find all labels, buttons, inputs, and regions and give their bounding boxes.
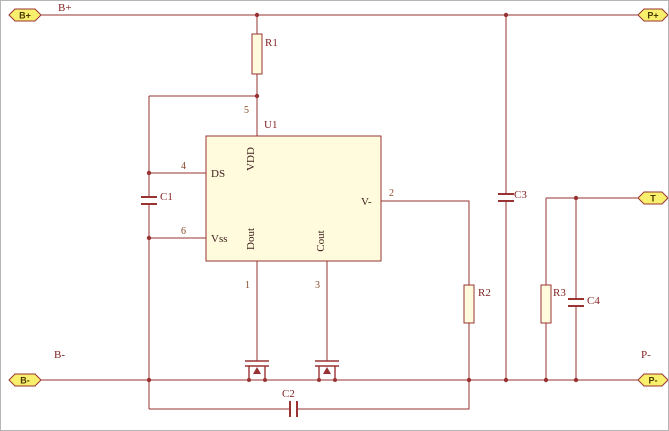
capacitor-c3-ref: C3 [514, 189, 527, 201]
terminal-b-plus: B+ [8, 8, 42, 22]
junction-dot [254, 93, 260, 99]
capacitor-c4: C4 [568, 295, 600, 307]
net-label-p-minus: P- [641, 349, 651, 361]
capacitor-c2-ref: C2 [282, 388, 295, 400]
pin-num-3: 3 [315, 280, 320, 291]
pin-num-5: 5 [244, 105, 249, 116]
junction-dot [503, 377, 509, 383]
pin-num-6: 6 [181, 226, 186, 237]
mosfet-1-arrow [253, 367, 261, 374]
terminal-t-label: T [650, 194, 656, 204]
resistor-r1-ref: R1 [265, 37, 278, 49]
ic-u1-ref: U1 [264, 119, 277, 131]
capacitor-c1-ref: C1 [160, 191, 173, 203]
junction-dot [543, 377, 549, 383]
terminal-b-minus: B- [8, 373, 42, 387]
resistor-r2-ref: R2 [478, 287, 491, 299]
junction-dot [146, 235, 152, 241]
capacitor-c1: C1 [141, 191, 173, 205]
wire-vminus-to-r2 [381, 200, 470, 285]
junction-dot [503, 12, 509, 18]
capacitor-c3: C3 [498, 189, 527, 202]
resistor-r2-body [463, 284, 475, 324]
mosfet-1 [245, 360, 269, 380]
wire-c2-right [297, 380, 470, 410]
resistor-r2: R2 [463, 284, 491, 324]
junction-dot [466, 377, 472, 383]
capacitor-c2: C2 [282, 388, 298, 417]
terminal-t-flag [637, 191, 668, 205]
terminal-p-minus-flag [637, 373, 668, 387]
pin-name-ds: DS [211, 168, 225, 180]
junction-dot [573, 377, 579, 383]
resistor-r3-ref: R3 [553, 287, 566, 299]
junction-dot [254, 12, 260, 18]
terminal-p-plus-flag [637, 8, 668, 22]
pin-name-cout: Cout [315, 230, 327, 251]
pin-num-1: 1 [245, 280, 250, 291]
mosfet-2-arrow [323, 367, 331, 374]
pin-num-4: 4 [181, 161, 186, 172]
ic-u1: U1 VDD DS Vss Dout Cout V- 5 4 6 1 3 2 [181, 105, 394, 291]
resistor-r1: R1 [251, 33, 278, 75]
pin-name-vminus: V- [361, 196, 372, 208]
resistor-r3: R3 [540, 284, 566, 324]
pin-name-dout: Dout [245, 228, 257, 250]
terminal-b-plus-label: B+ [19, 11, 31, 21]
net-label-b-minus: B- [54, 349, 65, 361]
junction-dot [146, 170, 152, 176]
terminal-t: T [637, 191, 668, 205]
terminal-b-minus-flag [8, 373, 42, 387]
resistor-r3-body [540, 284, 552, 324]
terminal-b-plus-flag [8, 8, 42, 22]
terminal-b-minus-label: B- [20, 376, 30, 386]
pin-name-vdd: VDD [245, 147, 257, 171]
junction-dot [146, 377, 152, 383]
junction-dot [573, 195, 579, 201]
capacitor-c4-ref: C4 [587, 295, 600, 307]
pin-name-vss: Vss [211, 233, 228, 245]
terminal-p-plus: P+ [637, 8, 668, 22]
terminal-p-minus-label: P- [649, 376, 658, 386]
terminal-p-minus: P- [637, 373, 668, 387]
ic-u1-body [205, 135, 382, 262]
terminal-p-plus-label: P+ [647, 11, 658, 21]
net-label-b-plus: B+ [58, 2, 72, 14]
pin-num-2: 2 [389, 188, 394, 199]
mosfet-2 [315, 360, 339, 380]
resistor-r1-body [251, 33, 263, 75]
